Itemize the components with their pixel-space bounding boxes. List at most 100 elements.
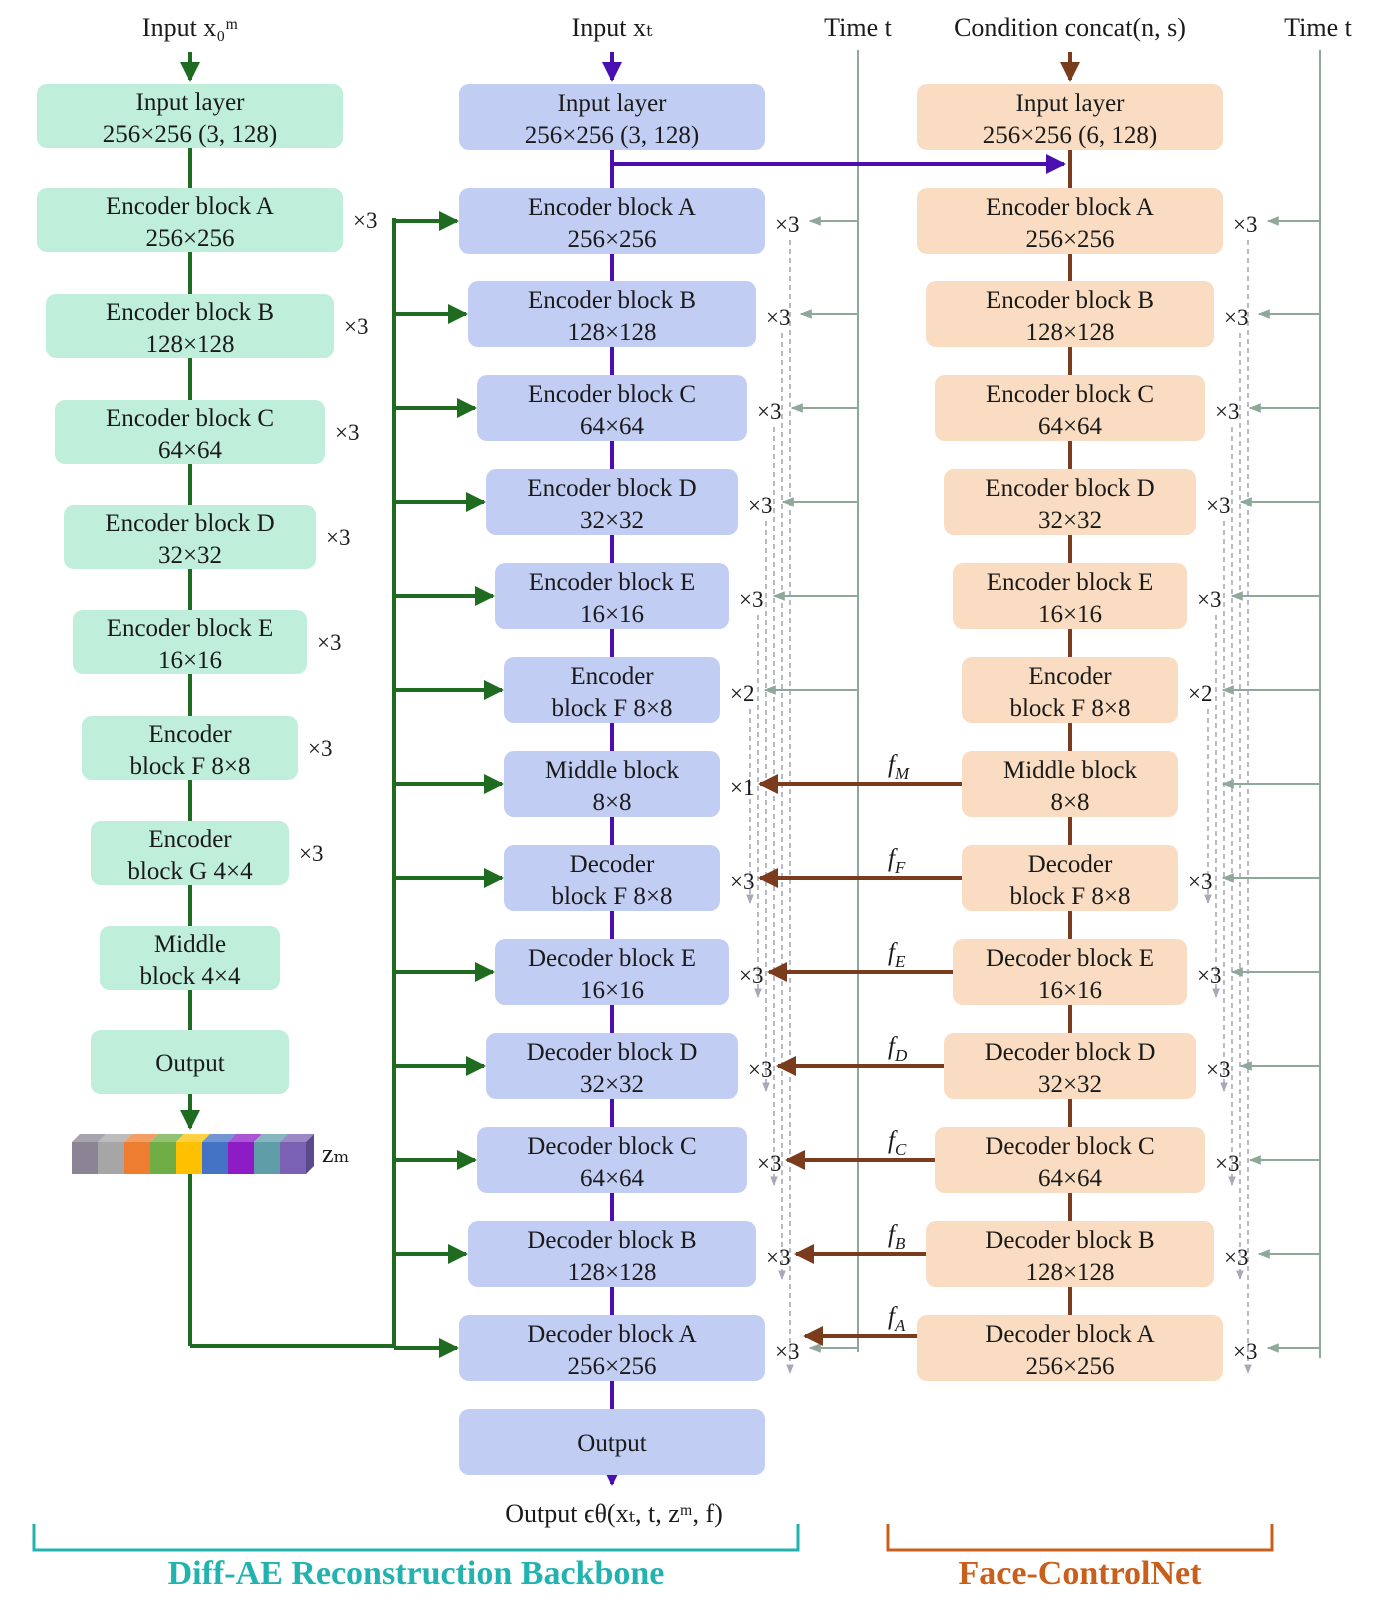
feature-label-D: fD xyxy=(888,1033,908,1065)
control-block-4-label-1: Encoder block D xyxy=(985,475,1154,502)
skip-connections xyxy=(746,240,1252,1374)
control-block-11-box xyxy=(935,1127,1205,1193)
backbone-block-3: Encoder block C64×64 xyxy=(477,375,747,441)
control-block-1-label-1: Encoder block A xyxy=(986,194,1154,221)
backbone-block-0-label-2: 256×256 (3, 128) xyxy=(525,122,700,149)
control-mult-10: ×3 xyxy=(1206,1057,1230,1082)
feature-label-base-E: f xyxy=(888,939,898,966)
backbone-block-12-label-1: Decoder block B xyxy=(527,1227,696,1254)
control-mult-13: ×3 xyxy=(1233,1339,1257,1364)
backbone-block-7-label-2: 8×8 xyxy=(592,789,631,816)
latent-block-8: Middle block 4×4 xyxy=(100,926,280,990)
latent-block-1-label-1: Encoder block A xyxy=(106,193,274,220)
z-m-label: zₘ xyxy=(322,1139,350,1168)
latent-segment-side xyxy=(306,1134,314,1174)
backbone-mult-10: ×3 xyxy=(748,1057,772,1082)
control-block-7-label-1: Middle block xyxy=(1003,757,1138,784)
control-block-5-label-2: 16×16 xyxy=(1038,601,1102,628)
latent-segment-3 xyxy=(150,1142,176,1174)
control-block-0-box xyxy=(917,84,1223,150)
backbone-block-5-label-1: Encoder block E xyxy=(529,569,696,596)
feature-label-sub-M: M xyxy=(894,764,910,783)
backbone-block-8: Decoder block F 8×8 xyxy=(504,845,720,911)
backbone-mult-1: ×3 xyxy=(775,212,799,237)
control-block-12-box xyxy=(926,1221,1214,1287)
control-block-0-label-2: 256×256 (6, 128) xyxy=(983,122,1158,149)
backbone-mult-8: ×3 xyxy=(730,869,754,894)
latent-mult-5: ×3 xyxy=(317,630,341,655)
control-block-10-label-1: Decoder block D xyxy=(985,1039,1156,1066)
feature-label-base-D: f xyxy=(888,1033,898,1060)
latent-block-7-box xyxy=(91,821,289,885)
control-block-2-box xyxy=(926,281,1214,347)
condition-label: Condition concat(n, s) xyxy=(954,13,1186,42)
latent-block-5-label-1: Encoder block E xyxy=(107,615,274,642)
backbone-block-10: Decoder block D32×32 xyxy=(486,1033,738,1099)
latent-block-8-label-1: Middle xyxy=(154,931,226,958)
control-mult-2: ×3 xyxy=(1224,305,1248,330)
latent-mult-7: ×3 xyxy=(299,841,323,866)
latent-segment-top-3 xyxy=(150,1134,184,1142)
control-block-2-label-2: 128×128 xyxy=(1025,319,1114,346)
backbone-block-10-label-2: 32×32 xyxy=(580,1071,644,1098)
control-mult-11: ×3 xyxy=(1215,1151,1239,1176)
backbone-block-9-label-2: 16×16 xyxy=(580,977,644,1004)
latent-block-5-label-2: 16×16 xyxy=(158,647,222,674)
latent-block-6-box xyxy=(82,716,298,780)
backbone-block-11: Decoder block C64×64 xyxy=(477,1127,747,1193)
control-block-3-box xyxy=(935,375,1205,441)
backbone-block-8-label-2: block F 8×8 xyxy=(551,883,672,910)
latent-block-0-label-1: Input layer xyxy=(136,89,246,116)
backbone-block-12-box xyxy=(468,1221,756,1287)
backbone-mult-11: ×3 xyxy=(757,1151,781,1176)
backbone-block-8-label-1: Decoder xyxy=(570,851,655,878)
latent-mult-2: ×3 xyxy=(344,314,368,339)
feature-label-base-B: f xyxy=(888,1221,898,1248)
feature-label-C: fC xyxy=(888,1127,907,1159)
feature-label-sub-B: B xyxy=(895,1234,906,1253)
backbone-block-2-label-2: 128×128 xyxy=(567,319,656,346)
control-block-13-label-2: 256×256 xyxy=(1025,1353,1114,1380)
latent-block-5-box xyxy=(73,610,307,674)
time-t-label-backbone: Time t xyxy=(824,13,892,42)
latent-block-0-box xyxy=(37,84,343,148)
backbone-block-14-label-1: Output xyxy=(577,1430,647,1457)
control-block-10-label-2: 32×32 xyxy=(1038,1071,1102,1098)
control-block-12: Decoder block B 128×128 xyxy=(926,1221,1214,1287)
control-block-13: Decoder block A 256×256 xyxy=(917,1315,1223,1381)
control-mult-6: ×2 xyxy=(1188,681,1212,706)
control-bracket xyxy=(886,1524,1274,1552)
control-block-3-label-2: 64×64 xyxy=(1038,413,1103,440)
backbone-mult-2: ×3 xyxy=(766,305,790,330)
control-block-3-label-1: Encoder block C xyxy=(986,381,1154,408)
control-block-12-label-1: Decoder block B xyxy=(985,1227,1154,1254)
control-block-13-label-1: Decoder block A xyxy=(985,1321,1154,1348)
latent-segment-top-8 xyxy=(280,1134,314,1142)
control-block-0-label-1: Input layer xyxy=(1016,90,1126,117)
input-xt-label: Input xₜ xyxy=(572,13,653,42)
backbone-block-14: Output xyxy=(459,1409,765,1475)
backbone-mult-3: ×3 xyxy=(757,399,781,424)
backbone-block-0-label-1: Input layer xyxy=(558,90,668,117)
control-block-8-box xyxy=(962,845,1178,911)
backbone-block-1-box xyxy=(459,188,765,254)
feature-label-sub-E: E xyxy=(894,952,906,971)
latent-block-7-label-1: Encoder xyxy=(148,826,232,853)
control-block-11-label-2: 64×64 xyxy=(1038,1165,1103,1192)
control-mult-4: ×3 xyxy=(1206,493,1230,518)
control-block-12-label-2: 128×128 xyxy=(1025,1259,1114,1286)
control-block-11-label-1: Decoder block C xyxy=(985,1133,1154,1160)
control-block-1-box xyxy=(917,188,1223,254)
backbone-mult-9: ×3 xyxy=(739,963,763,988)
latent-block-8-label-2: block 4×4 xyxy=(140,963,241,990)
control-block-9: Decoder block E16×16 xyxy=(953,939,1187,1005)
control-block-5: Encoder block E16×16 xyxy=(953,563,1187,629)
